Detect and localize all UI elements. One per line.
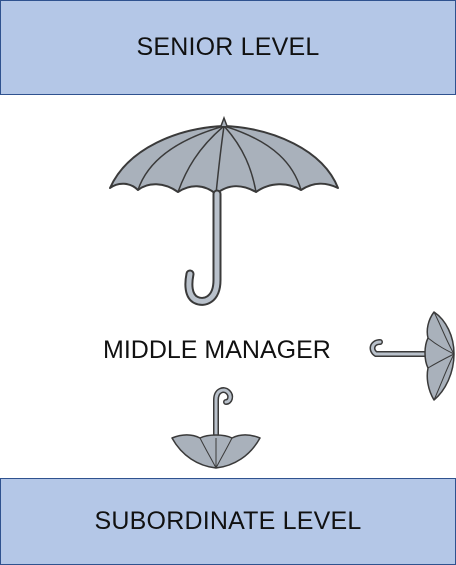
umbrella-open-icon <box>109 115 339 306</box>
umbrella-sideways-icon <box>369 311 455 401</box>
middle-manager-label: MIDDLE MANAGER <box>103 336 331 364</box>
subordinate-level-label: SUBORDINATE LEVEL <box>94 507 362 535</box>
senior-level-label: SENIOR LEVEL <box>136 33 320 61</box>
subordinate-level-box: SUBORDINATE LEVEL <box>0 478 456 565</box>
senior-level-box: SENIOR LEVEL <box>0 0 456 95</box>
umbrella-inverted-icon <box>171 387 261 469</box>
